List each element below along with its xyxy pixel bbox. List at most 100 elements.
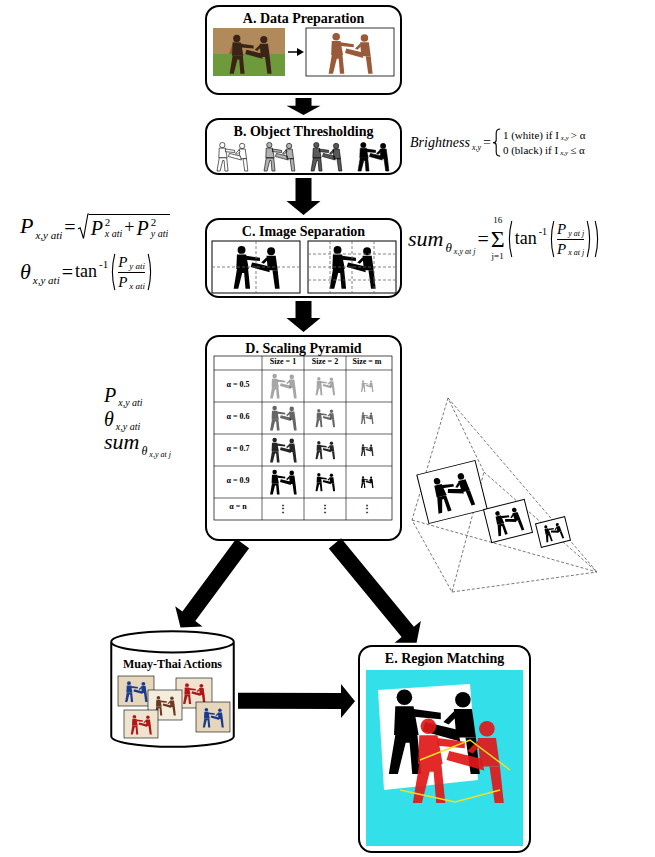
cell-figures: [270, 374, 373, 495]
formula-text: x,y at j: [149, 451, 171, 460]
formula-text: x,y ati: [33, 274, 60, 286]
fighter-figures: [131, 715, 152, 735]
cases: 1 (white) if Ix,y> α0 (black) if Ix,y≤ α: [503, 129, 586, 156]
fighter-figures: [361, 476, 374, 488]
table-cell: α = 0.9: [214, 477, 262, 486]
formula-text: x ati: [105, 228, 123, 239]
formula-text: 2: [151, 216, 157, 228]
parentheses: tan-1Py at jPx at j: [507, 221, 601, 257]
image-frame: [212, 241, 300, 293]
formula-text: x ati: [129, 282, 145, 292]
right-paren: [147, 254, 153, 290]
formula-text: =: [477, 228, 488, 250]
process-box: A. Data Preparation: [205, 5, 402, 95]
fighter-figures: [264, 142, 295, 171]
formula-text: x,y at j: [454, 248, 476, 257]
box-title: C. Image Separation: [242, 224, 365, 241]
scale-pyramid: [412, 398, 597, 592]
text-line: C. Image Separation: [207, 222, 400, 241]
case-brace: 1 (white) if Ix,y> α0 (black) if Ix,y≤ α: [493, 129, 586, 156]
formula: Px,y ati: [104, 384, 143, 406]
formula-text: sum: [408, 227, 443, 251]
block-arrow: [329, 538, 421, 643]
radical-sign: [78, 214, 89, 238]
formula-text: ≤ α: [570, 144, 585, 156]
fraction-bar: [557, 239, 584, 240]
square-root: P2x ati+P2y ati: [78, 214, 171, 239]
formula-text: =: [64, 216, 75, 238]
fighter-figures: [217, 142, 248, 171]
small-arrowhead: [297, 48, 304, 56]
cylinder-outline: [111, 631, 234, 747]
formula-text: 16: [493, 216, 502, 226]
fighter-figures: [315, 473, 335, 491]
radicand: P2x ati+P2y ati: [89, 214, 171, 239]
block-arrow: [238, 684, 355, 718]
table-cell: α = 0.7: [214, 445, 262, 454]
formula-text: P: [91, 217, 103, 239]
table-cell: α = n: [214, 503, 262, 512]
photo-sky: [213, 28, 285, 54]
formula-text: -1: [99, 258, 108, 270]
block-arrow: [287, 98, 321, 115]
table-cell: ⋮: [346, 503, 388, 514]
right-paren: [587, 221, 589, 257]
formula-text: θ: [445, 241, 451, 255]
image-frame: [536, 517, 571, 548]
table-cell: ⋮: [262, 503, 304, 514]
left-paren: [507, 221, 513, 257]
formula-text: 0 (black) if I: [503, 144, 558, 156]
fighter-figures: [315, 377, 335, 395]
image-frame: [417, 460, 487, 523]
photo-frame: [196, 702, 230, 732]
fighter-figures: [230, 35, 272, 74]
formula-text: j=1: [492, 252, 504, 262]
text-line: B. Object Thresholding: [207, 122, 400, 141]
fighter-figures: [270, 374, 297, 399]
pyramid-edge: [412, 398, 597, 592]
denominator: Px at j: [557, 241, 584, 258]
block-arrow: [287, 178, 321, 215]
formula-text: x,y: [472, 144, 481, 153]
formula-text: P: [118, 274, 127, 291]
formula-text: =: [62, 261, 73, 283]
left-paren: [113, 254, 115, 290]
fraction-bar: [118, 272, 145, 273]
formula-text: P: [137, 217, 149, 239]
formula-text: Σ: [491, 226, 505, 252]
photo-input: [213, 28, 394, 76]
paren-content: Py at jPx at j: [557, 221, 584, 257]
fighter-figures: [329, 33, 373, 74]
text-line: A. Data Preparation: [207, 9, 400, 28]
parentheses: Py atiPx ati: [110, 254, 153, 290]
fighter-figures: [270, 438, 297, 463]
cylinder-outline: [110, 630, 235, 748]
sub-sup: 2y ati: [151, 216, 169, 239]
block-arrow: [175, 539, 249, 628]
brace: [493, 129, 501, 156]
box-title: E. Region Matching: [385, 651, 504, 668]
formula-text: P: [557, 221, 566, 238]
table-cell: Size = 1: [262, 358, 304, 367]
sub-sup: 2x ati: [105, 216, 123, 239]
left-paren: [110, 254, 116, 290]
fighter-figures: [361, 412, 374, 424]
formula-text: =: [483, 135, 491, 150]
fighter-figures: [311, 142, 342, 171]
formula: sumθx,y at j: [104, 430, 171, 454]
fighter-figures: [358, 142, 389, 171]
paren-content: tan-1Py at jPx at j: [515, 221, 593, 257]
box-title: D. Scaling Pyramid: [245, 341, 361, 358]
formula-text: θ: [20, 260, 31, 284]
case-line: 0 (black) if Ix,y≤ α: [503, 144, 585, 156]
block-arrow: [287, 301, 321, 332]
right-paren: [148, 254, 150, 290]
table-rule: [214, 356, 392, 520]
formula: θx,y ati: [104, 408, 140, 430]
formula-text: x,y: [560, 150, 568, 158]
right-paren: [586, 221, 592, 257]
match-line: [400, 740, 510, 802]
formula-text: > α: [571, 129, 586, 141]
formula-text: x,y: [561, 135, 569, 143]
formula: θx,y ati=tan-1Py atiPx ati: [20, 254, 153, 290]
